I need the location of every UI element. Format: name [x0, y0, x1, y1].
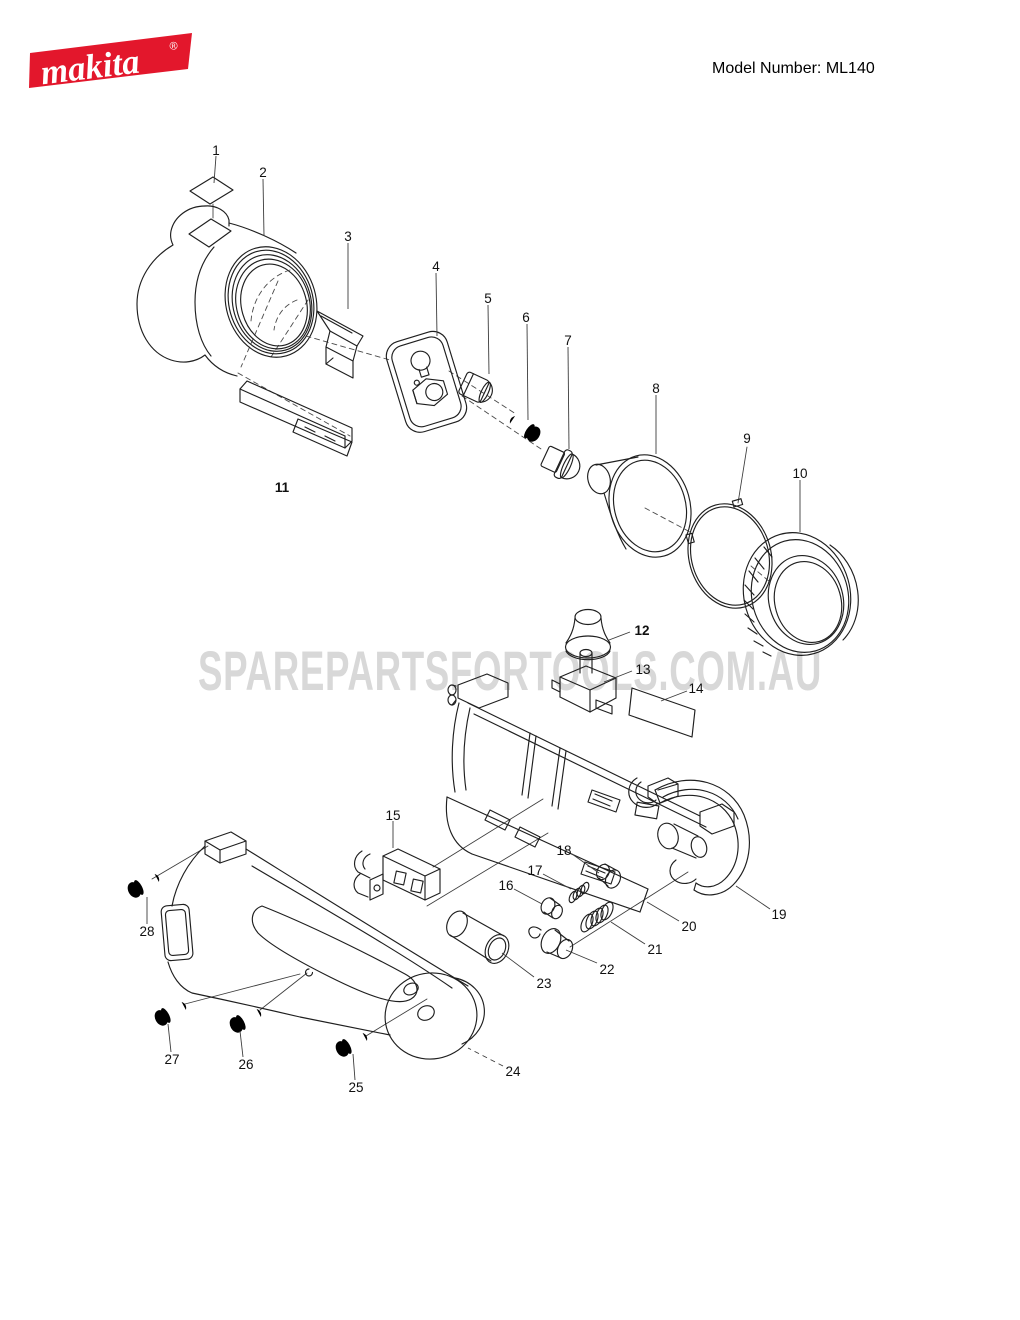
- part-number-2: 2: [259, 165, 267, 180]
- part-22-lamp-socket: [528, 926, 574, 960]
- logo-wordmark: makita: [38, 42, 141, 93]
- leader-line-4: [435, 272, 438, 337]
- part-11-contact-bar: [239, 380, 353, 457]
- part-18-contact-plunger: [596, 863, 622, 889]
- part-number-16: 16: [498, 878, 513, 893]
- part-number-17: 17: [527, 863, 542, 878]
- leader-line-24: [467, 1047, 504, 1067]
- part-number-25: 25: [348, 1080, 363, 1095]
- part-number-20: 20: [681, 919, 696, 934]
- part-number-15: 15: [385, 808, 400, 823]
- part-number-4: 4: [432, 259, 440, 274]
- part-4-socket-plate: [385, 330, 468, 433]
- part-14-label-plate: [628, 687, 696, 738]
- leader-line-2: [262, 178, 265, 237]
- part-number-24: 24: [505, 1064, 521, 1079]
- part-number-22: 22: [599, 962, 614, 977]
- logo-registered-mark: ®: [169, 40, 179, 53]
- leader-line-14: [660, 690, 688, 702]
- part-17-spring-small: [568, 881, 590, 904]
- part-number-23: 23: [536, 976, 551, 991]
- part-27-screw: [152, 997, 190, 1028]
- part-number-18: 18: [556, 843, 571, 858]
- leader-line-1: [213, 155, 217, 184]
- leader-line-7: [567, 346, 570, 450]
- part-number-28: 28: [139, 924, 154, 939]
- makita-logo: makita ®: [29, 33, 192, 92]
- leader-line-19: [735, 885, 771, 910]
- callout-layer: 1234567891011121314151617181920212223242…: [139, 143, 807, 1095]
- leader-line-22: [565, 949, 598, 964]
- part-number-1: 1: [212, 143, 220, 158]
- part-number-7: 7: [564, 333, 572, 348]
- part-number-27: 27: [164, 1052, 179, 1067]
- part-number-3: 3: [344, 229, 352, 244]
- part-9-lens: [685, 498, 773, 609]
- part-number-13: 13: [635, 662, 650, 677]
- watermark-text: SPAREPARTSFORTOOLS.COM.AU: [198, 639, 822, 702]
- part-10-bezel-ring: [742, 532, 859, 657]
- part-21-spring: [580, 901, 614, 933]
- part-1-nameplate: [189, 176, 234, 205]
- part-number-6: 6: [522, 310, 530, 325]
- leader-line-18: [571, 853, 600, 874]
- part-7-bulb: [540, 445, 581, 480]
- leader-line-13: [603, 670, 633, 683]
- part-28-screw: [125, 869, 163, 900]
- leader-line-5: [487, 304, 490, 375]
- part-number-11: 11: [275, 480, 290, 495]
- logo-banner: [29, 33, 192, 88]
- part-5-bulb: [458, 371, 493, 403]
- exploded-view-art: [125, 176, 859, 1060]
- part-8-reflector: [587, 454, 692, 558]
- frame-chassis: [445, 673, 735, 913]
- part-number-12: 12: [634, 623, 649, 638]
- part-number-19: 19: [771, 907, 786, 922]
- housing-half: [160, 831, 469, 1036]
- part-26-screw: [227, 1004, 265, 1035]
- leader-line-20: [646, 901, 680, 922]
- assembly-axis-lines: [237, 280, 771, 583]
- leader-line-21: [610, 921, 646, 945]
- leader-line-25: [352, 1053, 356, 1081]
- part-16-contact-cap: [540, 897, 563, 920]
- leader-line-26: [239, 1030, 244, 1058]
- leader-line-17: [542, 873, 572, 890]
- part-3-bracket: [316, 310, 364, 379]
- part-25-screw: [333, 1028, 371, 1059]
- auxiliary-leader-lines: [151, 203, 748, 1037]
- part-24-end-cap: [384, 972, 485, 1060]
- part-19-bail-strap: [647, 777, 750, 896]
- part-6-screw: [506, 411, 544, 445]
- part-number-14: 14: [688, 681, 704, 696]
- part-number-10: 10: [792, 466, 807, 481]
- part-number-9: 9: [743, 431, 751, 446]
- part-number-21: 21: [647, 942, 662, 957]
- part-number-8: 8: [652, 381, 660, 396]
- leader-line-12: [608, 631, 631, 641]
- leader-line-6: [526, 323, 529, 421]
- part-23-contact-tube: [446, 910, 510, 964]
- model-number-label: Model Number: ML140: [712, 60, 875, 77]
- part-13-switch: [551, 648, 617, 715]
- leader-line-23: [501, 952, 535, 978]
- leader-line-16: [513, 888, 543, 905]
- part-15-switch-assembly: [353, 848, 441, 901]
- part-number-5: 5: [484, 291, 492, 306]
- leader-line-27: [167, 1023, 172, 1053]
- part-number-26: 26: [238, 1057, 253, 1072]
- part-12-switch-cap: [564, 608, 612, 661]
- part-2-head-housing: [136, 205, 318, 377]
